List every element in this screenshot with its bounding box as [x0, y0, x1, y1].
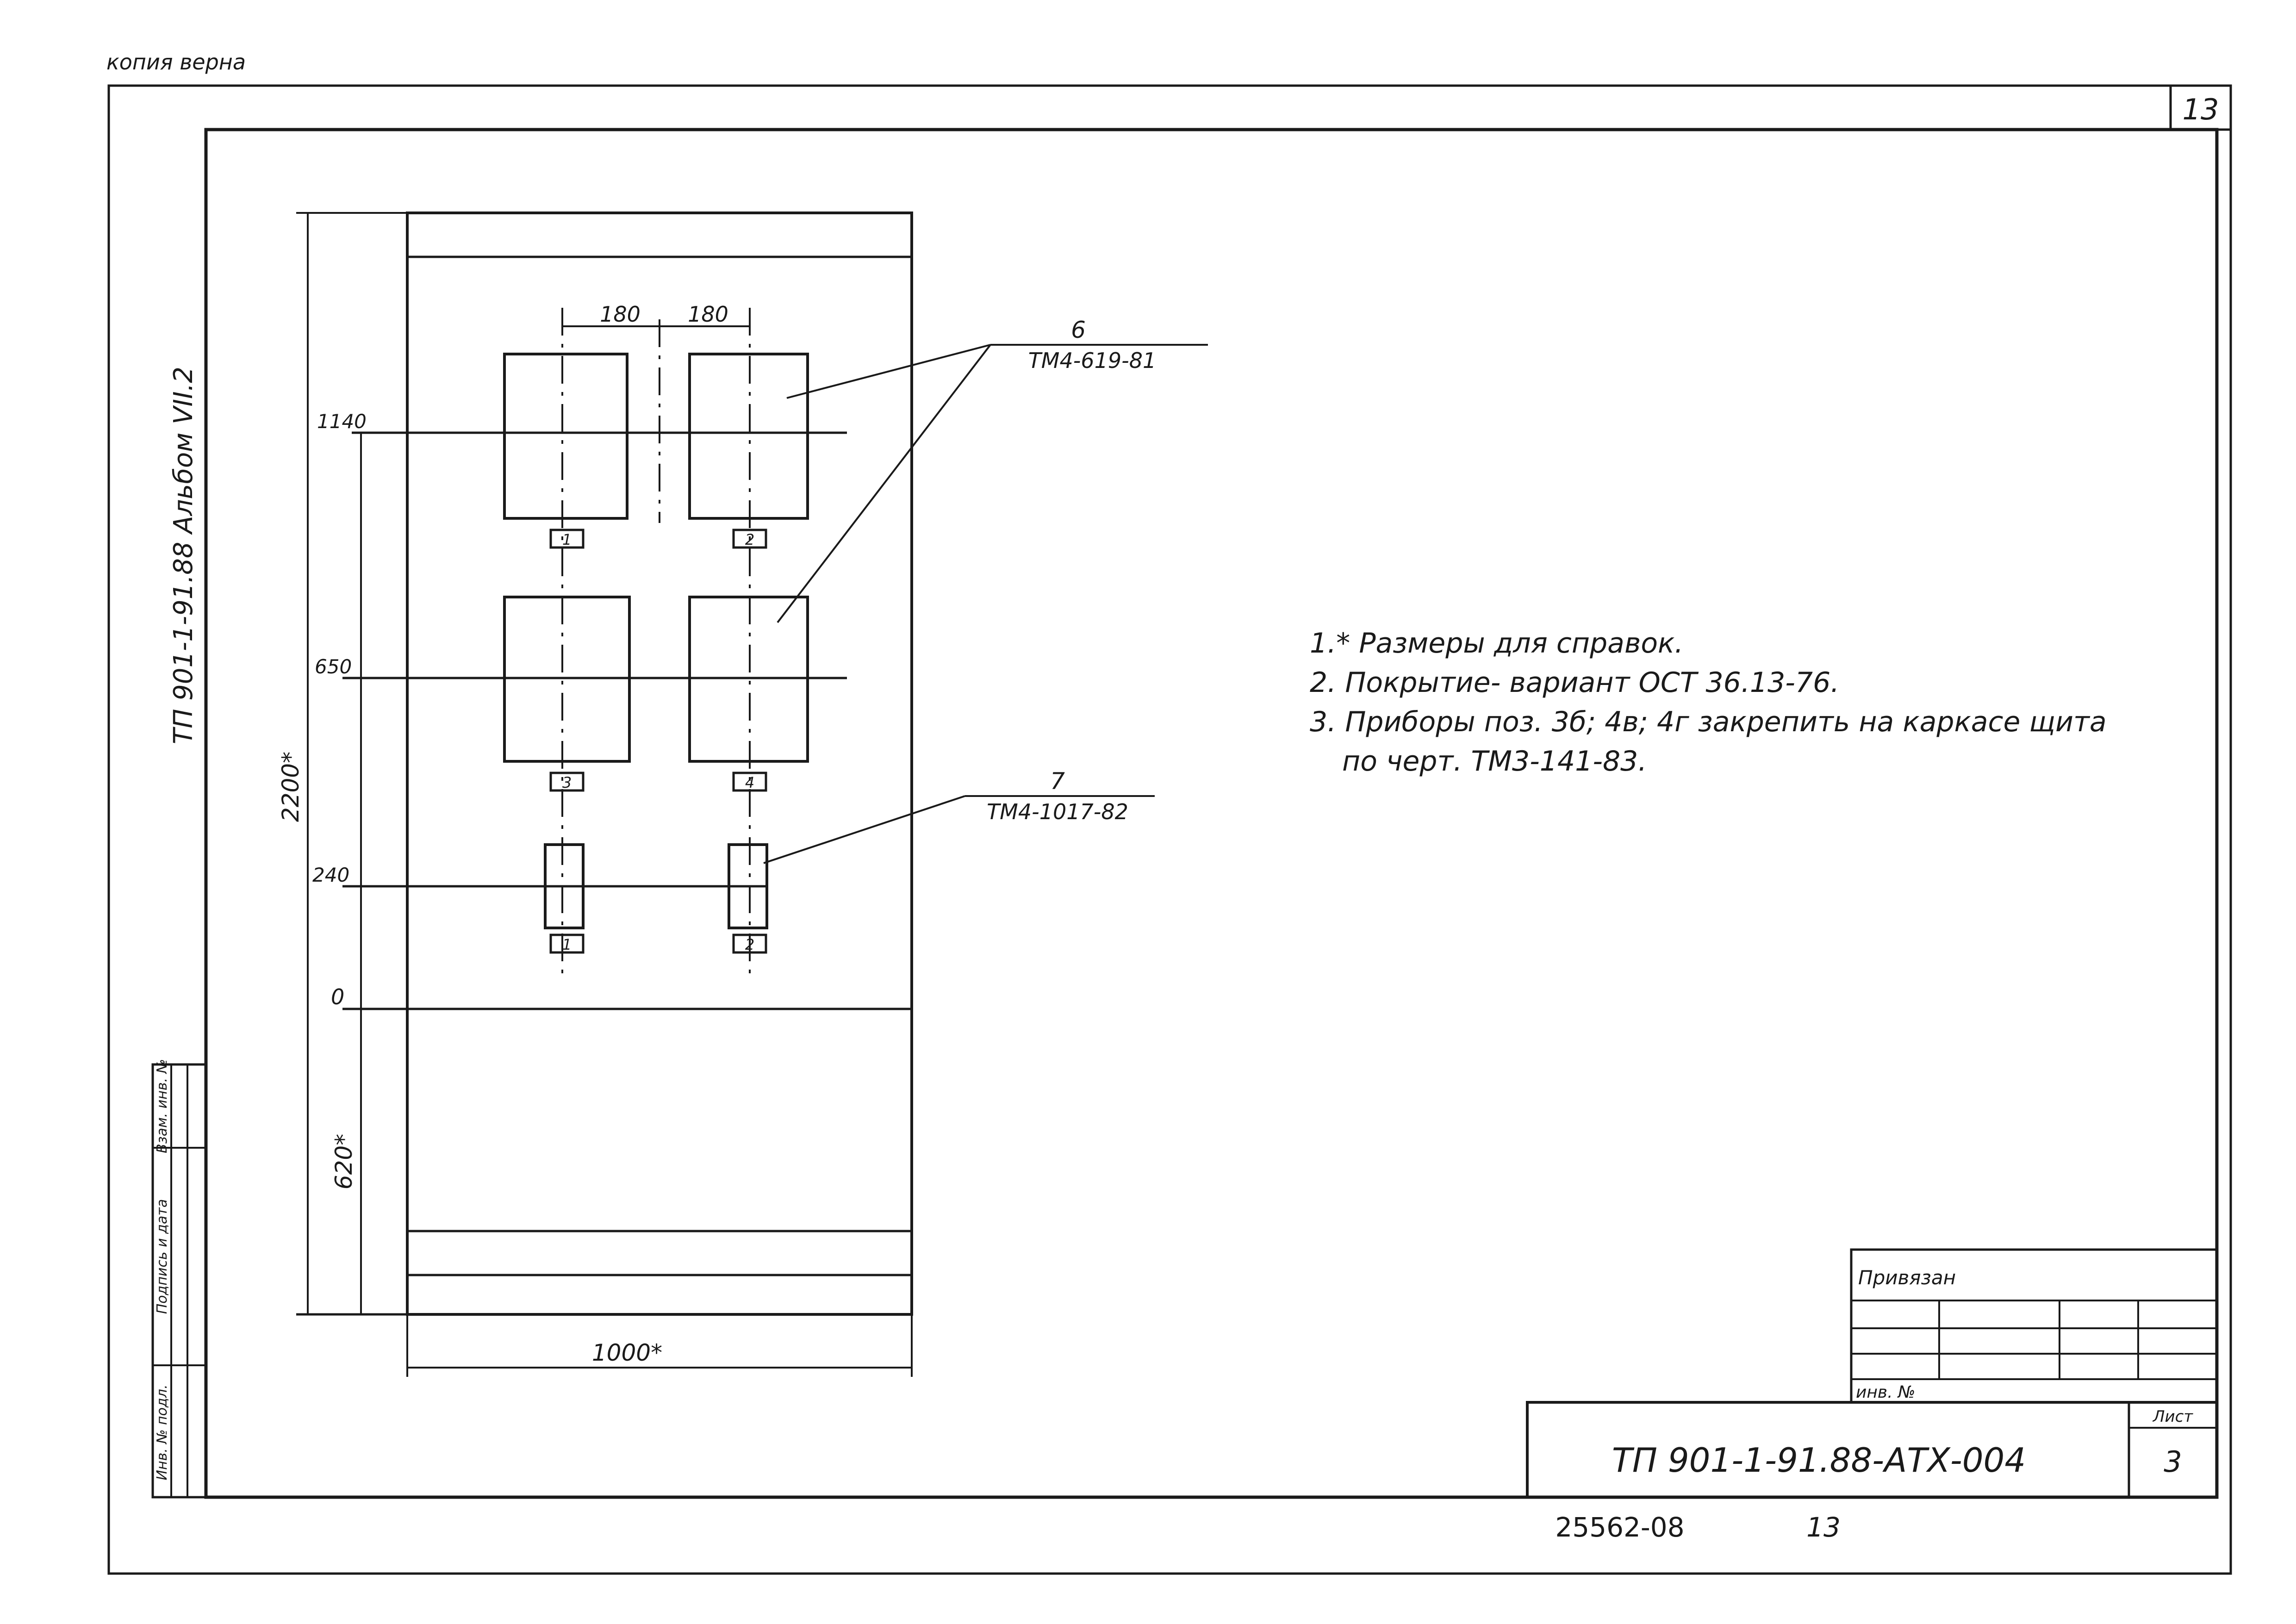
stamp-signature-date: Подпись и дата — [154, 1199, 170, 1314]
callout-6-number: 6 — [1071, 317, 1086, 343]
stamp-inv-no: Инв. № подл. — [154, 1385, 170, 1481]
dim-total-height: 2200* — [277, 752, 304, 822]
note-2: 2. Покрытие- вариант ОСТ 36.13-76. — [1310, 666, 1839, 699]
footer-page: 13 — [1806, 1512, 1841, 1543]
tag-5: 1 — [562, 936, 572, 953]
outer-border — [107, 84, 2232, 1575]
page-number: 13 — [2183, 93, 2219, 126]
inner-frame — [204, 128, 2219, 1499]
note-3: 3. Приборы поз. 3б; 4в; 4г закрепить на … — [1310, 706, 2107, 738]
tag-4: 4 — [745, 774, 754, 791]
tag-plate-2 — [732, 529, 767, 549]
tag-6: 2 — [745, 936, 754, 953]
stamp-replace-inv: Взам. инв. № — [154, 1059, 170, 1153]
tag-plate-3 — [549, 772, 585, 792]
callout-7-number: 7 — [1050, 768, 1065, 795]
instrument-1 — [503, 353, 628, 520]
instrument-6 — [728, 843, 768, 929]
dim-level-240: 240 — [312, 864, 349, 886]
callout-7-doc: ТМ4-1017-82 — [987, 799, 1128, 824]
footer-code: 25562-08 — [1555, 1512, 1684, 1543]
left-stamp: Инв. № подл. Подпись и дата Взам. инв. № — [151, 1059, 207, 1499]
panel-drawing: 180 180 1140 650 240 0 2200* 620* 1000* … — [277, 212, 1208, 1377]
inv-no-label: инв. № — [1856, 1383, 1915, 1402]
sheet-label: Лист — [2152, 1407, 2193, 1426]
dim-level-0: 0 — [331, 984, 344, 1009]
tag-1: 1 — [562, 531, 572, 548]
dim-width: 1000* — [592, 1339, 662, 1366]
sheet-number: 3 — [2164, 1445, 2182, 1479]
note-3-cont: по черт. ТМ3-141-83. — [1342, 745, 1647, 778]
callout-6-doc: ТМ4-619-81 — [1028, 348, 1157, 373]
privyazan-label: Привязан — [1858, 1266, 1956, 1289]
note-1: 1.* Размеры для справок. — [1310, 627, 1683, 660]
instrument-5 — [544, 843, 585, 929]
tag-plate-4 — [732, 772, 767, 792]
dim-level-1140: 1140 — [317, 410, 367, 433]
title-block: Привязан инв. № ТП 901-1-91.88-АТХ-004 Л… — [1526, 1248, 2218, 1499]
instrument-3 — [503, 596, 631, 763]
album-label: ТП 901-1-91.88 Альбом VII.2 — [168, 367, 199, 744]
designation: ТП 901-1-91.88-АТХ-004 — [1612, 1441, 2026, 1480]
leader-6b — [777, 344, 991, 623]
panel-outline — [406, 212, 913, 1316]
tag-plate-5 — [549, 933, 585, 954]
page-number-box — [2169, 84, 2232, 131]
dim-top-left: 180 — [600, 302, 641, 327]
dim-top-right: 180 — [688, 302, 728, 327]
leader-6a — [786, 344, 991, 399]
tag-3: 3 — [562, 774, 572, 791]
instrument-2 — [688, 353, 809, 520]
tag-2: 2 — [745, 531, 754, 548]
tag-plate-6 — [732, 933, 767, 954]
copy-note: копия верна — [106, 50, 246, 75]
dim-bottom-height: 620* — [330, 1134, 357, 1189]
tag-plate-1 — [549, 529, 585, 549]
instrument-4 — [688, 596, 809, 763]
leader-7 — [763, 795, 965, 864]
notes: 1.* Размеры для справок. 2. Покрытие- ва… — [1310, 627, 2107, 778]
dim-level-650: 650 — [315, 655, 352, 678]
